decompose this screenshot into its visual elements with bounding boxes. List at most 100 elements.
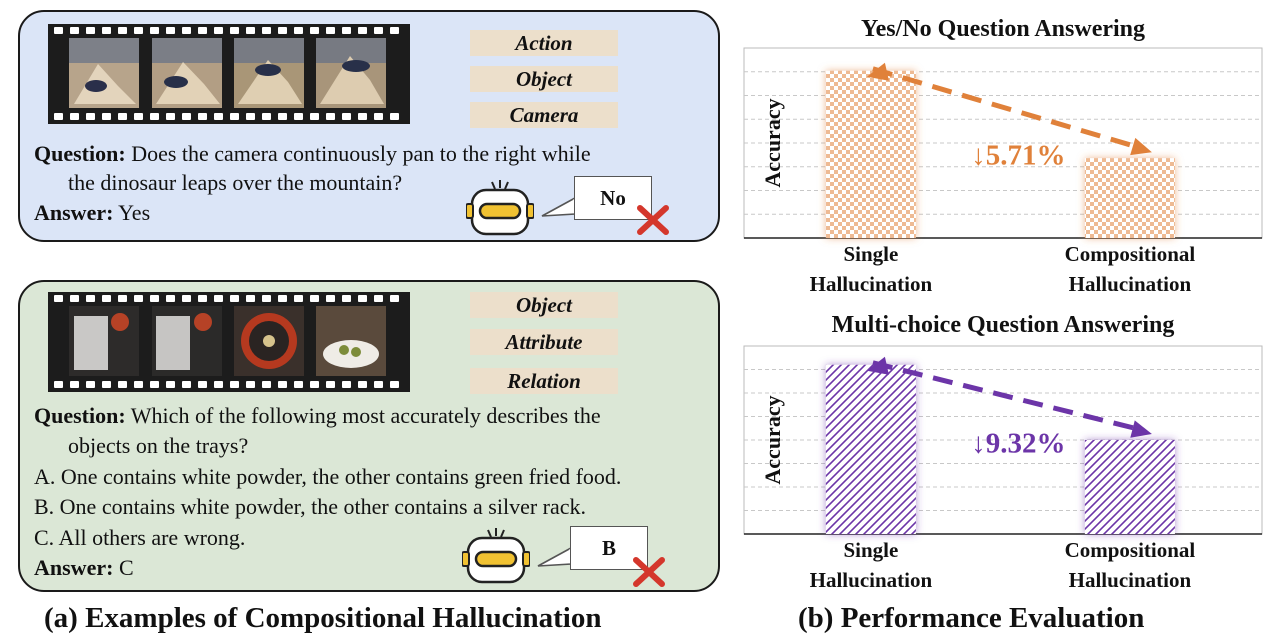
tag-object: Object	[470, 292, 618, 318]
film-strip-cooking	[48, 292, 410, 392]
film-hole	[150, 113, 159, 120]
trend-arrow	[872, 66, 1139, 150]
trend-arrow-tail	[866, 356, 889, 375]
film-hole	[86, 381, 95, 388]
question-1-line-2: the dinosaur leaps over the mountain?	[68, 170, 403, 195]
film-hole	[70, 381, 79, 388]
film-hole	[182, 113, 191, 120]
robot-icon	[461, 522, 531, 591]
x-tick-label: Hallucination	[1069, 272, 1192, 296]
film-hole	[374, 27, 383, 34]
film-hole	[278, 113, 287, 120]
drop-annotation: ↓9.32%	[971, 427, 1065, 459]
tag-object: Object	[470, 66, 618, 92]
option-c: C. All others are wrong.	[34, 525, 246, 550]
film-hole	[118, 27, 127, 34]
film-hole	[102, 113, 111, 120]
x-tick-label: Single	[843, 538, 898, 562]
answer-value: C	[118, 555, 134, 580]
chart-title-multi-choice: Multi-choice Question Answering	[831, 312, 1175, 338]
trend-arrow	[872, 360, 1139, 432]
film-hole	[374, 113, 383, 120]
film-hole	[230, 295, 239, 302]
video-frame-1	[69, 38, 139, 108]
film-hole	[326, 27, 335, 34]
trend-arrow-tail	[866, 62, 889, 81]
film-hole	[214, 381, 223, 388]
film-hole	[118, 295, 127, 302]
tag-relation: Relation	[470, 368, 618, 394]
film-hole	[326, 295, 335, 302]
question-1: Question: Does the camera continuously p…	[34, 139, 591, 168]
option-b: B. One contains white powder, the other …	[34, 494, 587, 519]
caption-performance: (b) Performance Evaluation	[798, 602, 1145, 634]
bar-single	[825, 70, 916, 238]
trend-arrow-head	[1130, 137, 1152, 156]
speech-bubble-tail	[537, 546, 572, 567]
film-hole	[342, 27, 351, 34]
film-hole	[294, 113, 303, 120]
film-hole	[118, 381, 127, 388]
film-hole	[86, 27, 95, 34]
video-frame-6	[152, 306, 222, 376]
film-hole	[166, 27, 175, 34]
x-tick-label: Compositional	[1065, 538, 1196, 562]
x-tick-label: Hallucination	[810, 272, 933, 296]
question-line: Does the camera continuously pan to the …	[131, 141, 591, 166]
video-frame-7	[234, 306, 304, 376]
x-tick-label: Compositional	[1065, 242, 1196, 266]
bar-compositional	[1084, 158, 1175, 238]
y-axis-label: Accuracy	[760, 98, 785, 187]
drop-annotation: ↓5.71%	[971, 140, 1065, 172]
film-hole	[262, 381, 271, 388]
film-hole	[262, 27, 271, 34]
question-2: Question: Which of the following most ac…	[34, 401, 601, 430]
chart-title-yes-no: Yes/No Question Answering	[860, 16, 1146, 42]
x-tick-label: Hallucination	[810, 568, 933, 592]
answer-2: Answer: C	[34, 553, 134, 582]
video-frame-3	[234, 38, 304, 108]
film-hole	[166, 113, 175, 120]
film-hole	[390, 113, 399, 120]
film-hole	[134, 295, 143, 302]
caption-examples: (a) Examples of Compositional Hallucinat…	[44, 602, 602, 634]
film-hole	[374, 381, 383, 388]
film-hole	[262, 113, 271, 120]
film-hole	[294, 295, 303, 302]
film-hole	[278, 381, 287, 388]
film-hole	[182, 27, 191, 34]
film-hole	[134, 113, 143, 120]
film-hole	[294, 381, 303, 388]
tag-camera: Camera	[470, 102, 618, 128]
film-hole	[230, 113, 239, 120]
film-hole	[166, 295, 175, 302]
film-hole	[326, 381, 335, 388]
film-hole	[54, 27, 63, 34]
answer-value: Yes	[118, 200, 151, 225]
film-hole	[198, 381, 207, 388]
cross-mark-icon	[637, 205, 669, 235]
film-hole	[70, 113, 79, 120]
film-hole	[150, 27, 159, 34]
film-hole	[310, 27, 319, 34]
option-a: A. One contains white powder, the other …	[34, 464, 622, 489]
x-tick-label: Hallucination	[1069, 568, 1192, 592]
bar-single	[825, 364, 916, 534]
film-hole	[390, 27, 399, 34]
film-hole	[358, 27, 367, 34]
tag-attribute: Attribute	[470, 329, 618, 355]
film-hole	[102, 27, 111, 34]
film-hole	[262, 295, 271, 302]
video-frame-2	[152, 38, 222, 108]
film-hole	[54, 295, 63, 302]
film-hole	[310, 295, 319, 302]
y-axis-label: Accuracy	[760, 395, 785, 484]
x-tick-label: Single	[843, 242, 898, 266]
speech-bubble-tail	[541, 196, 576, 217]
film-hole	[150, 381, 159, 388]
question-label: Question:	[34, 403, 126, 428]
film-hole	[214, 113, 223, 120]
film-hole	[278, 27, 287, 34]
film-hole	[342, 295, 351, 302]
